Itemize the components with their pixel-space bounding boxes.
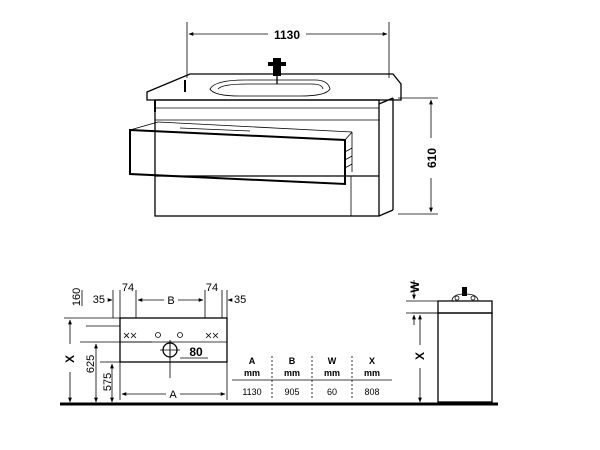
dim-80-label: 80 — [189, 345, 203, 359]
front-view: 1130 610 — [129, 22, 439, 217]
basin-bowl — [209, 79, 331, 97]
drawer-interior-edge — [179, 127, 251, 132]
fixing-marks-right — [205, 332, 219, 339]
dim-625-label: 625 — [85, 355, 97, 373]
basin-top — [146, 73, 402, 101]
height-label: 610 — [425, 148, 439, 168]
water-connection-right — [177, 332, 183, 338]
side-faucet — [462, 287, 467, 296]
table-unit-a: mm — [244, 368, 260, 378]
cabinet-side-bottom — [378, 209, 394, 217]
dim-35-left-label: 35 — [93, 294, 105, 306]
faucet-body — [273, 58, 281, 76]
table-value-a: 1130 — [242, 387, 261, 397]
table-value-w: 60 — [327, 387, 337, 397]
fixing-marks-left — [123, 332, 137, 339]
upper-drawer-back-edge — [157, 121, 353, 133]
dim-A-label: A — [169, 389, 177, 401]
dim-B-label: B — [167, 295, 174, 307]
drawer-runner-1 — [344, 147, 353, 153]
side-basin-top — [437, 300, 493, 314]
table-value-b: 905 — [284, 387, 299, 397]
table-unit-x: mm — [364, 368, 380, 378]
plan-outline — [119, 317, 228, 363]
dim-35-right-label: 35 — [234, 294, 246, 306]
width-label: 1130 — [274, 28, 300, 42]
basin-bowl-inner — [217, 83, 324, 90]
upper-drawer-side-left — [129, 121, 159, 131]
cabinet-body — [154, 99, 380, 217]
table-unit-w: mm — [324, 368, 340, 378]
dim-W-label: W — [408, 281, 422, 293]
table-value-x: 808 — [364, 387, 379, 397]
side-faucet-handle-right — [470, 295, 476, 301]
upper-drawer-side-right — [344, 131, 353, 141]
table-header-b: B — [289, 356, 296, 366]
dim-X-label: X — [63, 355, 77, 363]
table-header-w: W — [328, 356, 337, 366]
side-faucet-handle-left — [454, 295, 460, 301]
dim-74-right-label: 74 — [206, 282, 218, 294]
faucet-handle — [268, 62, 286, 66]
dim-X-side-label: X — [413, 352, 427, 360]
drawer-runner-3 — [344, 163, 353, 169]
dimension-table: A B W X mm mm mm mm 1130 905 60 808 — [232, 356, 392, 398]
upper-drawer-front — [129, 128, 346, 186]
table-header-a: A — [249, 356, 256, 366]
table-unit-b: mm — [284, 368, 300, 378]
drawer-runner-2 — [344, 155, 353, 161]
dim-575-label: 575 — [102, 373, 114, 391]
dim-74-left-label: 74 — [122, 282, 134, 294]
side-view: W X — [406, 280, 493, 403]
side-cabinet — [437, 312, 493, 403]
table-header-x: X — [369, 356, 375, 366]
plan-view: 160 35 74 B 74 35 — [63, 282, 246, 403]
water-connection-left — [155, 332, 161, 338]
cabinet-side-top — [378, 97, 394, 105]
dim-160-label: 160 — [71, 288, 83, 306]
